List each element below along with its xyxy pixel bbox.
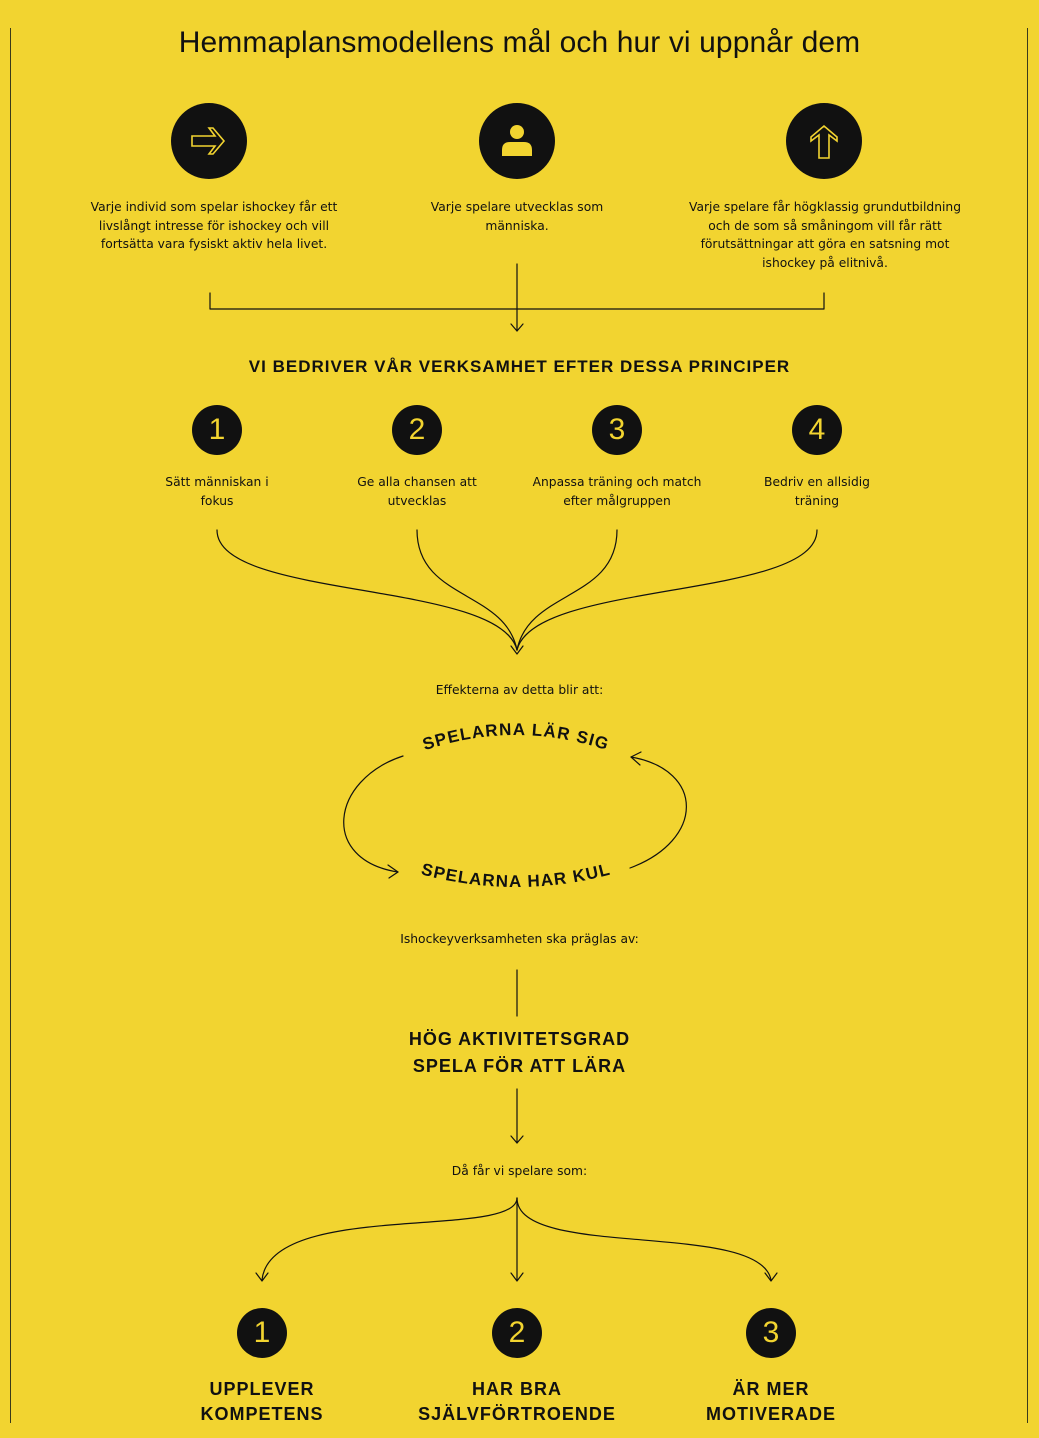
goals-down-arrow-head [510,323,524,332]
goal-1-text: Varje individ som spelar ishockey får et… [90,200,338,252]
page-title: Hemmaplansmodellens mål och hur vi uppnå… [178,26,861,59]
principle-1-badge: 1 [192,405,242,455]
outcome-1-text: UPPLEVER KOMPETENS [142,1377,382,1427]
principles-heading: VI BEDRIVER VÅR VERKSAMHET EFTER DESSA P… [248,357,791,376]
principle-3-text: Anpassa träning och match efter målgrupp… [532,475,702,508]
principle-2-number: 2 [408,413,426,446]
principle-3-curve [516,529,618,651]
outcome-intro: Då får vi spelare som: [451,1164,588,1178]
outcome-center-head [510,1272,524,1282]
principle-4-badge: 4 [792,405,842,455]
outcome-left-curve [261,1197,518,1281]
principle-2-curve [416,529,518,651]
cycle-bottom-label-path: SPELARNA HAR KUL [419,860,611,891]
cycle-top-label: SPELARNA LÄR SIG [420,720,611,754]
principle-4-text: Bedriv en allsidig träning [764,475,870,508]
principles-arrow-head [510,645,524,655]
goal-2-text: Varje spelare utvecklas som människa. [430,200,604,233]
goal-3-circle [786,103,862,179]
principle-4-number: 4 [808,413,826,446]
arrow-up-icon [810,124,838,159]
principle-2-text: Ge alla chansen att utvecklas [357,475,477,508]
outcome-3-line1: ÄR MER [732,1379,810,1399]
cycle-left-arc [343,755,404,873]
principle-3-number: 3 [608,413,626,446]
cycle-right-arc [629,756,687,869]
goal-2-circle [479,103,555,179]
goal-1-circle [171,103,247,179]
person-icon [502,125,532,156]
cycle-left-arrow-head [387,864,399,879]
characteristic-2: SPELA FÖR ATT LÄRA [412,1056,627,1076]
principle-1-curve [216,529,518,651]
principle-2-badge: 2 [392,405,442,455]
outcome-2-line1: HAR BRA [472,1379,562,1399]
outcome-right-curve [516,1197,772,1281]
left-frame-line [10,28,11,1423]
outcome-1-number: 1 [253,1316,271,1349]
outcome-left-head [255,1272,269,1282]
principle-4-curve [516,529,818,651]
outcome-3-badge: 3 [746,1308,796,1358]
cycle-right-arrow-head [630,751,642,766]
outcome-2-text: HAR BRA SJÄLVFÖRTROENDE [397,1377,637,1427]
outcome-2-badge: 2 [492,1308,542,1358]
outcome-1-badge: 1 [237,1308,287,1358]
outcome-2-number: 2 [508,1316,526,1349]
outcome-3-text: ÄR MER MOTIVERADE [651,1377,891,1427]
characterized-intro: Ishockeyverksamheten ska präglas av: [400,932,639,946]
outcome-arrow-head [510,1135,524,1144]
effects-intro: Effekterna av detta blir att: [435,683,604,697]
principle-1-text: Sätt människan i fokus [165,475,269,508]
right-frame-line [1027,28,1028,1423]
outcome-right-head [764,1272,778,1282]
outcome-2-line2: SJÄLVFÖRTROENDE [418,1404,616,1424]
principle-3-badge: 3 [592,405,642,455]
cycle-top-label-path: SPELARNA LÄR SIG [420,720,610,754]
outcome-3-number: 3 [762,1316,780,1349]
characteristic-1: HÖG AKTIVITETSGRAD [408,1029,631,1049]
outcome-1-line2: KOMPETENS [200,1404,324,1424]
goal-3-text: Varje spelare får högklassig grundutbild… [688,200,962,271]
outcome-3-line2: MOTIVERADE [705,1404,836,1424]
arrow-right-icon [191,127,226,155]
principle-1-number: 1 [208,413,226,446]
outcome-1-line1: UPPLEVER [209,1379,315,1399]
cycle-bottom-label: SPELARNA HAR KUL [419,860,612,891]
